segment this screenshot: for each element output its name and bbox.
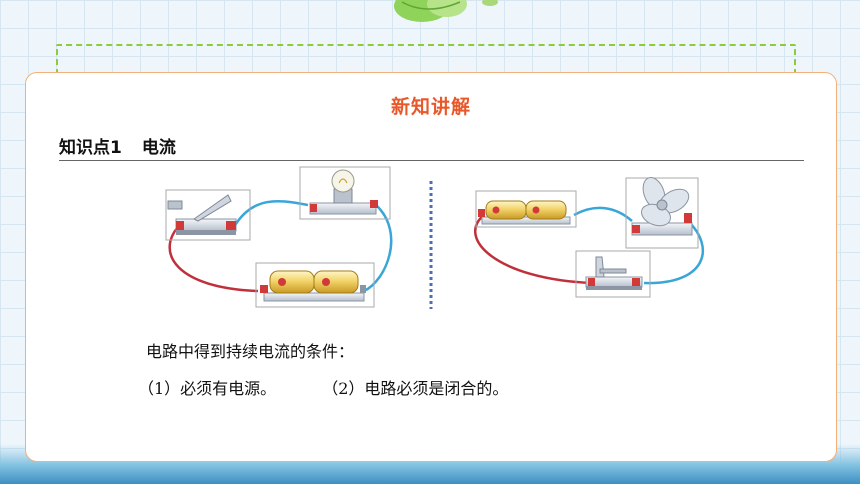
- wire-blue-right-top: [573, 206, 633, 222]
- wire-blue-right-bottom: [643, 220, 705, 285]
- fan-icon: [625, 177, 699, 249]
- wire-blue-left-top: [232, 199, 309, 228]
- bulb-icon: [299, 166, 391, 220]
- content-card: 新知讲解 知识点1 电流: [25, 72, 837, 462]
- topic-heading: 知识点1 电流: [59, 133, 176, 158]
- condition-1: （1）必须有电源。: [138, 379, 277, 398]
- conditions-list: （1）必须有电源。 （2）电路必须是闭合的。: [138, 375, 508, 399]
- leaf-icon: [394, 0, 498, 22]
- circuit-left: [165, 166, 393, 308]
- wire-red-left: [168, 226, 259, 293]
- switch-icon: [165, 189, 251, 241]
- wire-red-right: [474, 214, 593, 285]
- dashed-header-frame: [56, 44, 796, 84]
- circuit-right: [474, 177, 705, 298]
- circuit-diagrams: [165, 166, 705, 309]
- condition-2: （2）电路必须是闭合的。: [330, 379, 509, 398]
- battery-icon: [255, 262, 375, 308]
- switch-icon: [575, 250, 651, 298]
- battery-icon: [475, 190, 577, 228]
- section-title: 新知讲解: [390, 96, 471, 118]
- topic-label: 知识点1: [59, 138, 122, 158]
- heading-underline: [59, 160, 804, 161]
- wire-blue-left-right: [363, 204, 393, 293]
- conditions-intro: 电路中得到持续电流的条件：: [146, 342, 355, 361]
- topic-name: 电流: [141, 138, 176, 158]
